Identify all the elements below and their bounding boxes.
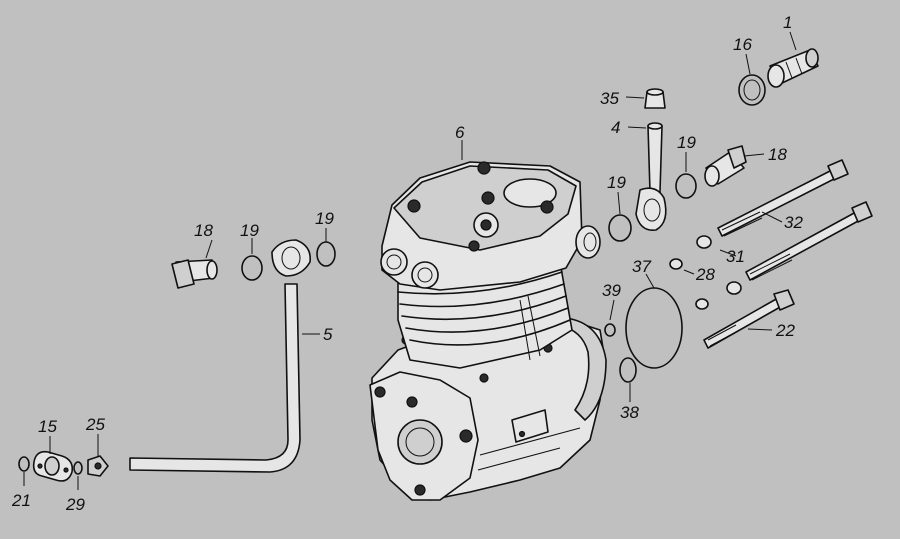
part-28-washer-b [695, 298, 709, 310]
part-19-washer-d [675, 173, 697, 199]
head-bolt-2 [481, 191, 495, 205]
compressor-assembly [369, 161, 607, 501]
part-19-washer-b [316, 241, 336, 267]
callout-6: 6 [455, 123, 465, 142]
part-18-plug-left [171, 259, 218, 289]
part-15-flange [32, 450, 74, 482]
callout-16: 16 [733, 35, 752, 54]
side-plate-screw [518, 430, 526, 438]
callout-32: 32 [784, 213, 803, 232]
part-39-o-ring [604, 323, 616, 337]
callout-1: 1 [783, 13, 792, 32]
cover-bolt-3 [459, 429, 473, 443]
cooling-fin-4 [405, 307, 569, 333]
part-22-bolt [703, 289, 795, 349]
part-21-washer [18, 456, 30, 472]
part-25-nut [87, 455, 109, 477]
callout-15: 15 [38, 417, 57, 436]
callout-22: 22 [775, 321, 795, 340]
cooling-fin-3 [401, 295, 567, 321]
bearing-boss [397, 419, 443, 465]
head-right-port [575, 225, 601, 259]
callout-labels: 1 16 35 4 19 18 6 19 32 18 19 19 31 37 2… [11, 13, 803, 514]
part-31-washer-a [696, 235, 712, 249]
part-28-washer-a [669, 258, 683, 270]
head-bolt-3 [407, 199, 421, 213]
part-4-banjo-tube [635, 122, 667, 231]
callout-21: 21 [11, 491, 31, 510]
callout-28: 28 [695, 265, 715, 284]
head-front-port-inner [417, 267, 433, 283]
callout-19-left-b: 19 [315, 209, 334, 228]
callout-35: 35 [600, 89, 619, 108]
callout-29: 29 [65, 495, 85, 514]
cooling-fin-2 [399, 283, 565, 308]
part-19-washer-c [608, 214, 632, 242]
body-bolt-1 [479, 373, 489, 383]
callout-19-mid: 19 [607, 173, 626, 192]
head-left-port [380, 248, 408, 276]
part-35-cap [644, 88, 666, 109]
callout-37: 37 [632, 257, 651, 276]
head-left-port-inner [386, 254, 402, 270]
part-16-washer [738, 74, 766, 106]
callout-4: 4 [611, 118, 620, 137]
callout-5: 5 [323, 325, 333, 344]
part-37-gasket-ring [625, 287, 683, 369]
head-bolt-1 [477, 161, 491, 175]
cover-bolt-2 [406, 396, 418, 408]
callout-38: 38 [620, 403, 639, 422]
part-32-long-bolt-lower [745, 201, 873, 281]
callout-25: 25 [85, 415, 105, 434]
cover-bolt-4 [414, 484, 426, 496]
part-19-washer-a [241, 255, 263, 281]
head-port-hole [480, 219, 492, 231]
leader-lines [23, 31, 797, 490]
callout-19-upper: 19 [677, 133, 696, 152]
part-1-union-fitting [767, 48, 819, 88]
callout-19-left-a: 19 [240, 221, 259, 240]
tie-rod-lines [519, 295, 541, 361]
part-32-long-bolt-upper [717, 159, 849, 237]
part-31-washer-b [726, 281, 742, 295]
crankcase-edges [477, 427, 581, 471]
part-16-washer-inner [743, 79, 761, 101]
callout-39: 39 [602, 281, 621, 300]
head-front-port [411, 261, 439, 289]
callout-18-left: 18 [194, 221, 213, 240]
rear-flange [559, 317, 607, 421]
part-5-pipe [129, 239, 312, 473]
bearing-boss-inner [405, 427, 435, 457]
callout-31: 31 [726, 247, 745, 266]
head-bolt-4 [540, 200, 554, 214]
callout-18-right: 18 [768, 145, 787, 164]
head-boss [503, 178, 557, 208]
cooling-fin-1 [397, 271, 563, 295]
cover-bolt-1 [374, 386, 386, 398]
cooling-fin-5 [409, 319, 571, 346]
head-right-port-inner [583, 232, 597, 252]
part-29-washer [73, 461, 83, 475]
part-38-seal-ring [619, 357, 637, 383]
head-bolt-5 [468, 240, 480, 252]
part-18-plug-right [704, 145, 747, 187]
